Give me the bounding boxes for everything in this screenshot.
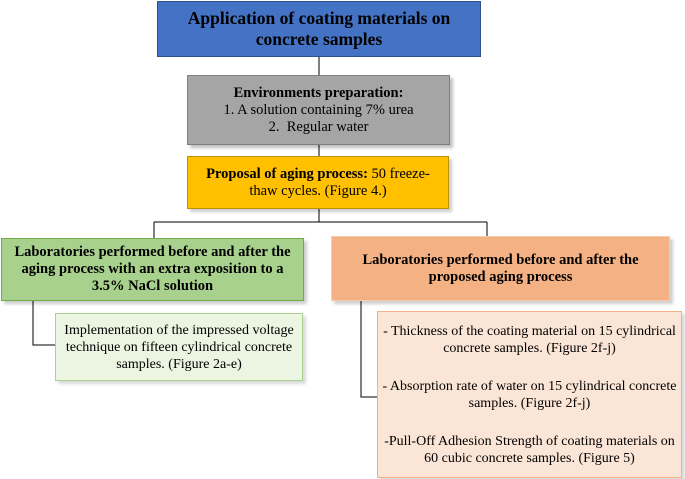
environment-item-2: 2. Regular water: [268, 118, 369, 135]
lab-right-detail-adhesion: -Pull-Off Adhesion Strength of coating m…: [384, 433, 675, 466]
environments-heading: Environments preparation:: [233, 84, 404, 101]
lab-left-detail: Implementation of the impressed voltage …: [64, 322, 294, 372]
environment-item-1: 1. A solution containing 7% urea: [223, 101, 414, 118]
aging-process-text: Proposal of aging process: 50 freeze-tha…: [198, 166, 438, 200]
aging-process-label: Proposal of aging process:: [206, 165, 368, 182]
aging-process-value: 50 freeze-thaw cycles. (Figure 4.): [249, 165, 430, 199]
lab-right-detail-box: - Thickness of the coating material on 1…: [377, 311, 682, 478]
application-title: Application of coating materials on conc…: [187, 8, 451, 49]
lab-left-detail-box: Implementation of the impressed voltage …: [55, 313, 303, 381]
lab-right-detail-absorption: - Absorption rate of water on 15 cylindr…: [382, 378, 677, 411]
lab-right-box: Laboratories performed before and after …: [331, 236, 670, 301]
connector-right-detail: [360, 301, 377, 398]
connector-left-detail: [32, 301, 55, 346]
lab-right-detail-thickness: - Thickness of the coating material on 1…: [383, 323, 676, 356]
lab-right-title: Laboratories performed before and after …: [362, 251, 639, 285]
lab-left-box: Laboratories performed before and after …: [1, 238, 304, 301]
application-box: Application of coating materials on conc…: [157, 1, 481, 57]
aging-process-box: Proposal of aging process: 50 freeze-tha…: [187, 156, 449, 209]
environments-box: Environments preparation: 1. A solution …: [187, 75, 450, 145]
lab-left-title: Laboratories performed before and after …: [14, 244, 291, 294]
